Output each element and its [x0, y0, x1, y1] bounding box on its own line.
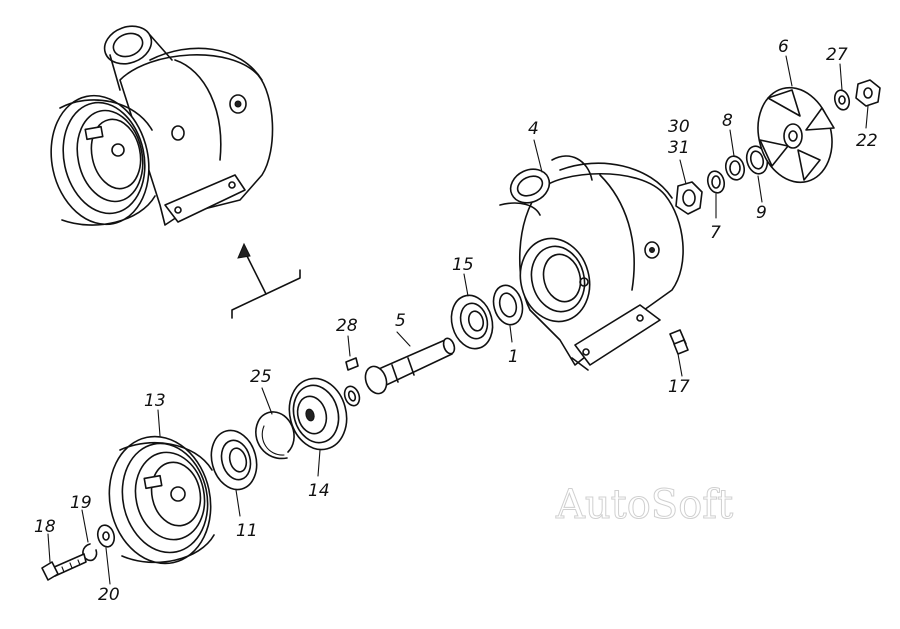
callout-18: 18	[34, 517, 56, 537]
callout-19: 19	[70, 493, 92, 513]
callout-14: 14	[308, 481, 330, 501]
callout-4: 4	[528, 119, 539, 139]
callout-9: 9	[756, 203, 767, 223]
bearing-part-15	[450, 294, 494, 350]
lock-washer-part-19	[82, 543, 98, 562]
callout-27: 27	[826, 45, 848, 65]
callout-8: 8	[722, 111, 733, 131]
seal-part-11	[210, 429, 258, 491]
washer-part-20	[96, 524, 116, 548]
watermark: AutoSoft	[555, 482, 733, 528]
leader-lines	[47, 55, 869, 585]
nut-part-22	[855, 79, 881, 107]
assembled-pump-drawing	[50, 25, 274, 226]
seal-part-1	[492, 284, 524, 326]
impeller-part-6	[757, 86, 835, 184]
circlip-part-25	[255, 411, 295, 460]
washer-part-7	[706, 170, 726, 194]
callout-15: 15	[452, 255, 474, 275]
callout-11: 11	[236, 521, 258, 541]
pulley-part-13	[108, 435, 215, 565]
pump-housing-part-4	[499, 155, 684, 371]
ring-part-8	[724, 155, 746, 181]
shaft-part-5	[343, 337, 456, 407]
callout-22: 22	[856, 131, 878, 151]
view-arrow	[231, 242, 301, 319]
callout-7: 7	[710, 223, 721, 243]
nut-part-30-31	[675, 181, 703, 215]
washer-part-27	[833, 89, 851, 111]
callout-17: 17	[668, 377, 690, 397]
callout-20: 20	[98, 585, 120, 605]
callout-1: 1	[508, 347, 519, 367]
bolt-part-18	[41, 553, 87, 581]
callout-30: 30	[668, 117, 690, 137]
callout-6: 6	[778, 37, 789, 57]
bolt-part-17	[669, 329, 689, 355]
callout-31: 31	[668, 138, 690, 158]
callout-13: 13	[144, 391, 166, 411]
callout-labels: 4 15 1 5 28 25 14 13 11 20 19 18 17 30 3…	[34, 37, 878, 605]
callout-28: 28	[336, 316, 358, 336]
bearing-part-14	[288, 377, 348, 451]
callout-25: 25	[250, 367, 272, 387]
key-part-28	[345, 357, 359, 371]
callout-5: 5	[395, 311, 406, 331]
